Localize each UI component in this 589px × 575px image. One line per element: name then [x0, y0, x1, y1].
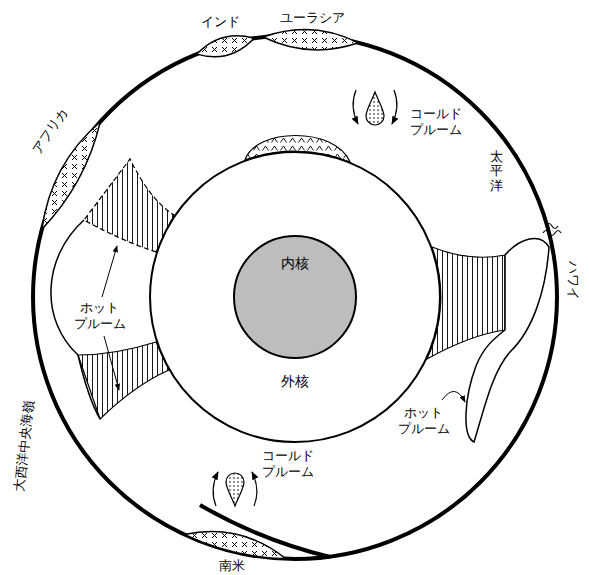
sinking-arrow [213, 472, 218, 506]
plume-label: コールド プルーム [410, 106, 470, 137]
leader-arrow [102, 246, 117, 297]
continent-name: インド [201, 14, 240, 30]
continent-name: アフリカ [29, 105, 71, 157]
earth-surface [33, 35, 557, 559]
continent-eurasia [263, 29, 358, 49]
hot-plume-band [78, 342, 169, 419]
continent-name: ユーラシア [280, 10, 345, 26]
continent-name: 南米 [219, 558, 245, 574]
cold-plume-pattern [366, 92, 384, 125]
plume-label: ホット プルーム [70, 300, 130, 331]
plume-label: ホット プルーム [394, 405, 454, 436]
continent-pattern [197, 36, 254, 57]
leader-arrow [442, 391, 465, 402]
continent-pattern [184, 532, 286, 559]
hot-plume-outline [78, 355, 100, 419]
leader-arrow [104, 336, 119, 390]
circle-outline [233, 235, 357, 359]
hotspot-name: ハワイ [565, 261, 581, 300]
hawaii-volcano [543, 224, 561, 236]
hot-plume-body [466, 238, 549, 442]
plume-label: コールド プルーム [262, 448, 322, 479]
cold-plume-pattern [226, 473, 244, 506]
ridge-name: 大西洋中央海嶺 [11, 400, 36, 492]
continent-south-america [184, 532, 286, 559]
circle-shape [150, 152, 440, 442]
inner-core-circle: 内核 [233, 235, 357, 359]
cold-plume-drop [366, 92, 384, 125]
hot-plume-outline [51, 220, 84, 355]
sinking-arrow [353, 90, 358, 124]
ocean-name: 太平洋 [490, 150, 503, 193]
continent-pattern [263, 29, 358, 49]
core-label: 内核 [233, 255, 357, 272]
hot-plume-band [84, 159, 174, 252]
outer-core-circle: 外核内核 [149, 151, 441, 443]
circle-shape [234, 236, 356, 358]
core-label: 外核 [149, 373, 441, 390]
cold-plume-drop [226, 473, 244, 506]
sinking-arrow [392, 90, 397, 124]
sinking-arrow [252, 472, 257, 506]
continent-india [197, 36, 254, 57]
